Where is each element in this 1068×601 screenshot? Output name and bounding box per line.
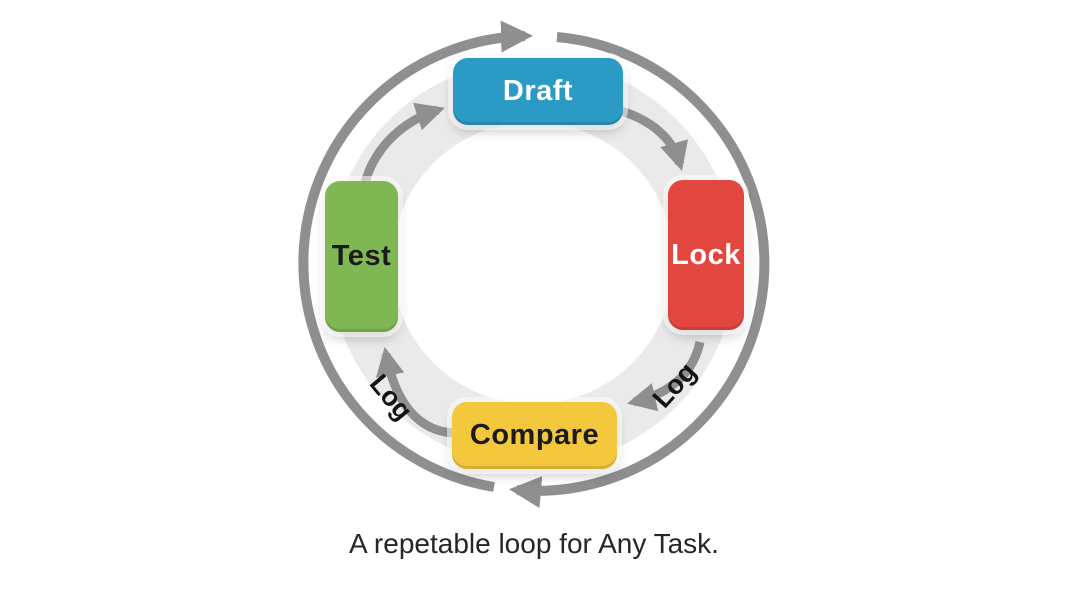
outer-ring-left-arc [298,20,533,492]
node-draft-label: Draft [502,75,574,107]
inner-band-ring [330,60,736,466]
node-lock-label: Lock [671,238,741,271]
arrow-lock-to-compare [626,340,705,412]
node-compare-label: Compare [469,419,600,451]
node-compare: Compare [452,402,617,469]
node-test: Test [325,181,398,332]
node-lock: Lock [668,180,744,330]
caption: A repetable loop for Any Task. [349,528,719,559]
arrow-compare-to-test [375,346,453,438]
node-draft: Draft [453,58,623,125]
node-test-label: Test [331,240,392,272]
outer-ring-right-arc [509,32,770,509]
